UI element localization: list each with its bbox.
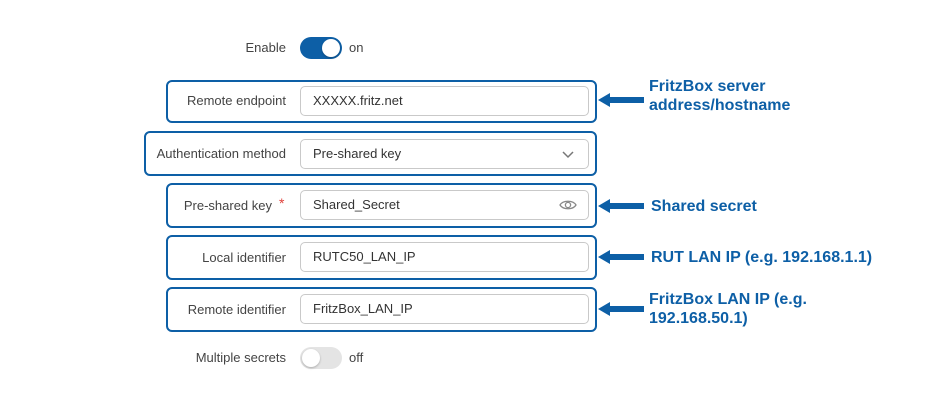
local-id-annotation: RUT LAN IP (e.g. 192.168.1.1) xyxy=(651,249,873,266)
eye-icon[interactable] xyxy=(559,196,577,214)
auth-method-select[interactable]: Pre-shared key xyxy=(300,139,589,169)
endpoint-annotation: FritzBox server address/hostname xyxy=(649,77,790,115)
remote-id-annotation-line-1: FritzBox LAN IP (e.g. xyxy=(649,291,807,308)
chevron-down-icon[interactable] xyxy=(559,145,577,163)
psk-input[interactable]: Shared_Secret xyxy=(300,190,589,220)
endpoint-annotation-line-2: address/hostname xyxy=(649,97,791,114)
remote-endpoint-label: Remote endpoint xyxy=(186,93,286,108)
remote-id-annotation: FritzBox LAN IP (e.g. 192.168.50.1) xyxy=(649,290,807,328)
required-mark: * xyxy=(279,195,285,211)
auth-method-label: Authentication method xyxy=(156,146,286,161)
enable-toggle-knob xyxy=(322,39,340,57)
remote-id-label: Remote identifier xyxy=(187,302,286,317)
psk-label: Pre-shared key xyxy=(183,198,272,213)
multiple-secrets-toggle-knob xyxy=(302,349,320,367)
local-id-label: Local identifier xyxy=(202,250,286,265)
auth-method-highlight xyxy=(144,131,597,176)
enable-state-text: on xyxy=(349,40,364,55)
local-id-input[interactable]: RUTC50_LAN_IP xyxy=(300,242,589,272)
endpoint-annotation-line-1: FritzBox server xyxy=(649,78,766,95)
psk-annotation: Shared secret xyxy=(651,198,757,215)
remote-id-highlight xyxy=(166,287,597,332)
remote-id-annotation-line-2: 192.168.50.1) xyxy=(649,310,748,327)
enable-label: Enable xyxy=(245,40,286,55)
remote-id-input[interactable]: FritzBox_LAN_IP xyxy=(300,294,589,324)
multiple-secrets-state-text: off xyxy=(349,350,364,365)
enable-toggle[interactable] xyxy=(300,37,342,59)
multiple-secrets-label: Multiple secrets xyxy=(195,350,286,365)
arrow-left-icon xyxy=(598,302,644,316)
multiple-secrets-toggle[interactable] xyxy=(300,347,342,369)
arrow-left-icon xyxy=(598,199,644,213)
remote-endpoint-highlight xyxy=(166,80,597,123)
arrow-left-icon xyxy=(598,93,644,107)
local-id-highlight xyxy=(166,235,597,280)
remote-endpoint-input[interactable]: XXXXX.fritz.net xyxy=(300,86,589,116)
psk-highlight xyxy=(166,183,597,228)
arrow-left-icon xyxy=(598,250,644,264)
